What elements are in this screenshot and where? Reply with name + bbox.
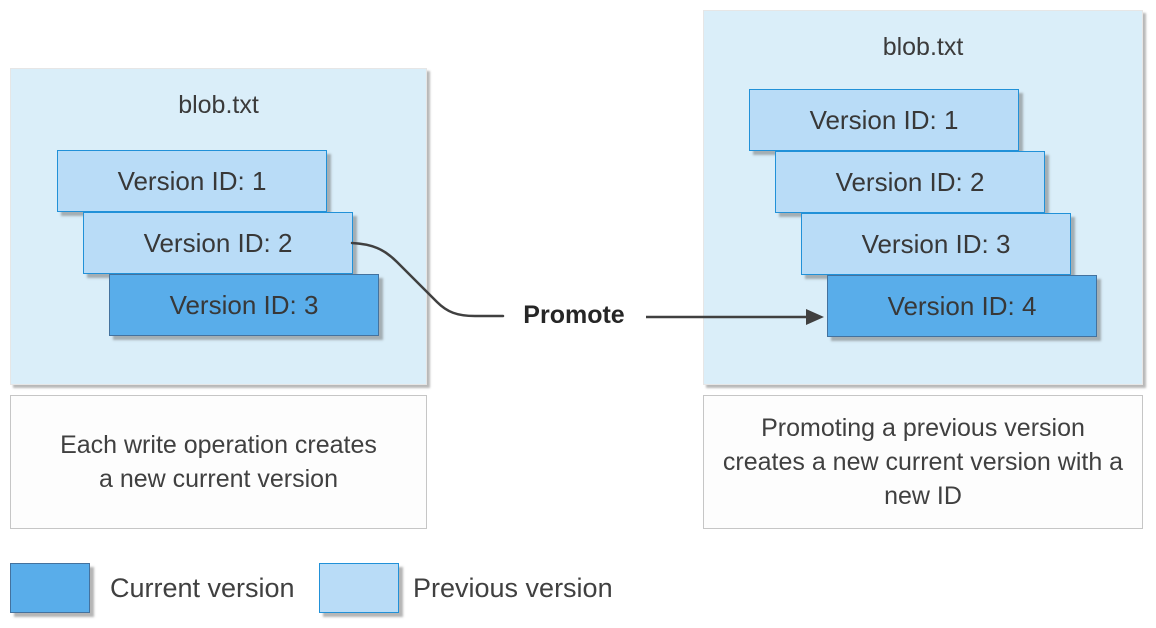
version-card-label: Version ID: 3 <box>861 228 1011 259</box>
right-blob-container: blob.txt Version ID: 1 Version ID: 2 Ver… <box>703 10 1143 385</box>
right-version-card-4-current: Version ID: 4 <box>827 275 1097 337</box>
right-version-card-2: Version ID: 2 <box>775 151 1045 213</box>
right-version-card-1: Version ID: 1 <box>749 89 1019 151</box>
left-version-card-2: Version ID: 2 <box>83 212 353 274</box>
version-card-label: Version ID: 2 <box>143 227 293 258</box>
version-card-label: Version ID: 1 <box>117 165 267 196</box>
legend-label-current-version: Current version <box>110 573 295 603</box>
right-version-card-3: Version ID: 3 <box>801 213 1071 275</box>
right-blob-title: blob.txt <box>882 33 964 61</box>
right-caption-text: Promoting a previous version creates a n… <box>722 414 1124 510</box>
version-card-label: Version ID: 4 <box>887 290 1037 321</box>
left-caption-text: Each write operation creates a new curre… <box>60 431 377 493</box>
legend-label-previous-version: Previous version <box>413 573 613 603</box>
left-version-card-1: Version ID: 1 <box>57 150 327 212</box>
right-caption-box: Promoting a previous version creates a n… <box>703 395 1143 529</box>
promote-label: Promote <box>523 301 625 329</box>
left-blob-title: blob.txt <box>178 91 259 119</box>
legend-swatch-current-version <box>10 563 90 613</box>
version-card-label: Version ID: 2 <box>835 166 985 197</box>
left-version-card-3-current: Version ID: 3 <box>109 274 379 336</box>
version-card-label: Version ID: 3 <box>169 289 319 320</box>
version-card-label: Version ID: 1 <box>809 104 959 135</box>
left-caption-box: Each write operation creates a new curre… <box>10 395 427 529</box>
legend-swatch-previous-version <box>319 563 399 613</box>
left-blob-container: blob.txt Version ID: 1 Version ID: 2 Ver… <box>10 68 427 385</box>
